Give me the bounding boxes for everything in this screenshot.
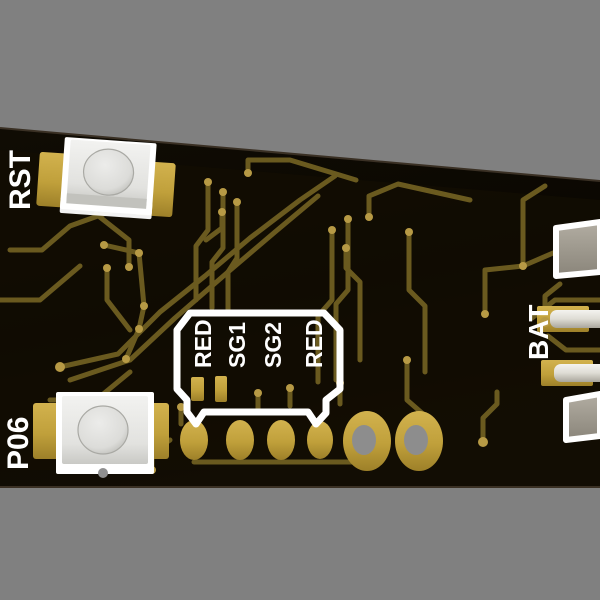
via xyxy=(254,389,262,397)
via xyxy=(233,198,241,206)
via xyxy=(140,302,148,310)
trace xyxy=(57,173,338,370)
po6-mount-via xyxy=(98,468,108,478)
via xyxy=(204,178,212,186)
via xyxy=(405,228,413,236)
trace xyxy=(366,181,473,220)
bottom-pad-row xyxy=(180,420,333,460)
smd-pad-2 xyxy=(226,420,254,460)
via xyxy=(135,325,143,333)
via xyxy=(177,403,185,411)
via xyxy=(478,437,488,447)
red2-label: RED xyxy=(301,319,327,368)
via xyxy=(100,241,108,249)
bat-pin-1 xyxy=(550,310,600,328)
through-hole-drill-1 xyxy=(352,425,376,455)
trace xyxy=(193,179,211,303)
tact-switch-rst[interactable] xyxy=(59,137,157,220)
smd-pad-3 xyxy=(267,420,295,460)
battery-connector[interactable] xyxy=(550,219,600,443)
bat-pin-2 xyxy=(554,364,600,382)
trace xyxy=(0,263,83,303)
vias xyxy=(55,169,550,474)
via xyxy=(135,249,143,257)
rst-label: RST xyxy=(4,150,37,210)
trace xyxy=(545,333,600,353)
trace xyxy=(67,193,321,383)
via xyxy=(219,188,227,196)
trace xyxy=(93,211,132,270)
trace xyxy=(245,157,359,183)
via xyxy=(481,310,489,318)
silkscreen-text-layer: RST P06 BAT RED SG1 SG2 RED xyxy=(2,150,554,470)
smd-pad-1 xyxy=(180,420,208,460)
rst-switch-actuator[interactable] xyxy=(82,147,135,196)
trace xyxy=(104,265,133,333)
via xyxy=(344,215,352,223)
sg1-label: SG1 xyxy=(224,322,250,368)
sg2-label: SG2 xyxy=(260,322,286,368)
via xyxy=(55,362,65,372)
bat-connector-housing-lower xyxy=(563,391,600,443)
through-hole-pads xyxy=(343,411,443,471)
via xyxy=(365,213,373,221)
red1-label: RED xyxy=(190,319,216,368)
trace xyxy=(203,209,225,243)
smd-pad-4 xyxy=(307,421,333,459)
via xyxy=(103,264,111,272)
via xyxy=(286,384,294,392)
via xyxy=(328,226,336,234)
trace xyxy=(406,229,428,375)
po6-switch-actuator[interactable] xyxy=(77,405,129,455)
via xyxy=(218,208,226,216)
via xyxy=(519,262,527,270)
via xyxy=(244,169,252,177)
trace xyxy=(7,205,123,253)
through-hole-drill-2 xyxy=(404,425,428,455)
board-top-edge xyxy=(0,127,600,182)
resistor-pad-left xyxy=(191,377,204,401)
trace xyxy=(520,183,548,269)
bat-connector-housing xyxy=(553,219,600,279)
po6-label: P06 xyxy=(2,417,35,470)
via xyxy=(342,244,350,252)
resistor-pad-right xyxy=(215,376,227,402)
tact-switch-po6[interactable] xyxy=(56,392,154,478)
rst-switch-skirt xyxy=(66,193,147,209)
led-module-silkscreen-outline xyxy=(173,309,344,428)
via xyxy=(403,356,411,364)
trace xyxy=(225,199,240,313)
trace xyxy=(480,389,500,445)
via xyxy=(122,355,130,363)
via xyxy=(540,317,550,327)
via xyxy=(125,263,133,271)
trace xyxy=(343,245,363,363)
trace xyxy=(315,227,335,385)
bat-label: BAT xyxy=(523,305,554,360)
